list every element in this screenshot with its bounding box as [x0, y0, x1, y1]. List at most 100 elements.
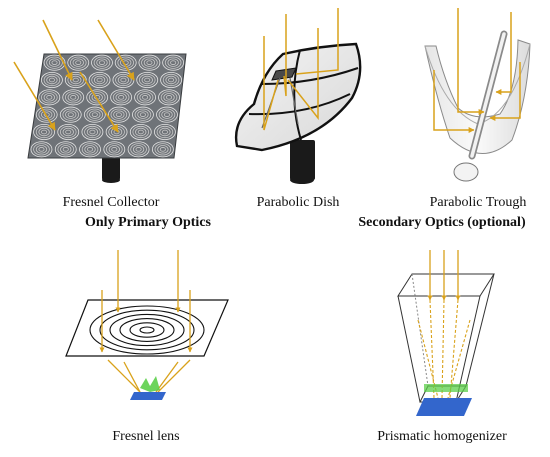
fresnel-lens-illustration — [65, 250, 229, 400]
homogenizer-top-face — [397, 273, 495, 297]
lens-receiver-cell — [130, 392, 166, 400]
collector-lens-ring — [151, 141, 174, 158]
collector-lens-ring — [70, 95, 77, 100]
collector-lens-ring — [163, 112, 170, 117]
caption-fresnel-collector: Fresnel Collector — [62, 195, 160, 210]
collector-lens-ring — [136, 91, 154, 104]
dish-ray — [263, 36, 279, 131]
collector-lens-ring — [106, 143, 123, 156]
collector-lens-ring — [41, 91, 58, 104]
collector-lens-ring — [156, 106, 178, 123]
collector-lens-ring — [81, 143, 99, 156]
collector-lens-ring — [134, 108, 152, 121]
collector-lens-ring — [138, 73, 156, 87]
collector-lens-ring — [35, 125, 53, 139]
homogenizer-receiver-cell — [416, 398, 472, 416]
collector-lens-ring — [139, 93, 151, 102]
collector-lens-ring — [43, 73, 61, 87]
collector-ray — [13, 61, 56, 131]
collector-lens-ring — [33, 124, 55, 141]
parabolic-trough-illustration — [424, 8, 531, 182]
collector-lens-ring — [33, 143, 50, 156]
trough-receiver-tube-highlight — [470, 32, 506, 158]
collector-lens-ring — [129, 124, 152, 141]
collector-lens-ring — [38, 108, 55, 121]
collector-lens-ring — [141, 56, 158, 69]
collector-lens-ring — [67, 93, 79, 102]
collector-lens-ring — [134, 89, 156, 106]
dish-ray — [283, 14, 287, 97]
collector-lens-ring — [62, 89, 85, 106]
collector-lens-ring — [159, 127, 171, 137]
collector-lens-ring — [88, 91, 106, 104]
collector-lens-ring — [91, 112, 98, 117]
collector-lens-ring — [84, 145, 96, 154]
collector-lens-ring — [60, 145, 72, 154]
collector-lens-ring — [135, 127, 147, 137]
lens-ray — [107, 359, 141, 393]
collector-lens-ring — [57, 143, 75, 156]
fresnel-lens-rings — [89, 305, 205, 355]
collector-lens-ring — [117, 56, 134, 69]
collector-lens-ring — [54, 141, 77, 158]
collector-lens-ring — [168, 77, 175, 83]
collector-lens-ring — [118, 95, 125, 100]
collector-lens-ring — [41, 72, 63, 89]
collector-lens-ring — [30, 141, 53, 158]
collector-lens-ring — [162, 54, 185, 71]
collector-lens-ring — [75, 60, 82, 65]
caption-parabolic-dish: Parabolic Dish — [256, 195, 340, 210]
collector-lens-ring — [96, 77, 103, 83]
collector-lens-ring — [137, 110, 149, 119]
collector-lens-ring — [38, 89, 61, 106]
collector-lens-ring — [38, 127, 50, 137]
collector-lens-ring — [67, 112, 74, 117]
collector-lens-ring — [72, 58, 84, 67]
collector-lens-ring — [93, 75, 106, 85]
collector-lens-ring — [156, 125, 174, 139]
dish-receiver — [271, 67, 297, 81]
collector-lens-ring — [159, 147, 166, 152]
collector-ray — [97, 19, 135, 81]
fresnel-lens-ring — [129, 322, 165, 338]
collector-lens-ring — [96, 58, 108, 67]
collector-lens-ring — [65, 129, 72, 135]
collector-lens-ring — [83, 106, 106, 123]
collector-ray — [79, 71, 119, 133]
caption-fresnel-lens: Fresnel lens — [112, 429, 180, 444]
collector-lens-ring — [43, 93, 55, 102]
collector-lens-ring — [48, 58, 61, 67]
dish-pole-base — [290, 176, 314, 184]
trough-ray — [489, 62, 521, 121]
collector-lens-ring — [38, 147, 45, 152]
collector-lens-ring — [62, 127, 74, 137]
collector-lens-ring — [111, 147, 118, 152]
fresnel-lens-ring — [89, 305, 205, 355]
collector-lens-ring — [65, 110, 77, 119]
collector-lens-ring — [161, 110, 173, 119]
caption-prismatic-homogenizer: Prismatic homogenizer — [377, 429, 507, 444]
collector-lens-ring — [98, 60, 105, 65]
collector-lens-ring — [157, 145, 169, 154]
collector-lens-ring — [89, 129, 96, 135]
collector-lens-ring — [103, 141, 126, 158]
collector-lens-ring — [62, 147, 69, 152]
collector-lens-ring — [86, 127, 99, 137]
collector-lens-ring — [154, 143, 172, 156]
collector-lens-ring — [86, 108, 104, 121]
collector-lens-ring — [144, 77, 151, 83]
collector-lens-ring — [91, 54, 113, 71]
collector-lens-ring — [162, 73, 180, 87]
trough-end-cap — [453, 162, 479, 182]
collector-lens-ring — [72, 77, 79, 83]
collector-lens-ring — [132, 145, 145, 154]
fresnel-lens-ring — [109, 313, 185, 347]
lens-ray — [157, 359, 191, 393]
collector-lens-ring — [62, 108, 80, 121]
collector-lens-ring — [139, 112, 146, 117]
lens-focus-glow — [140, 376, 160, 392]
caption-parabolic-trough: Parabolic Trough — [429, 195, 527, 210]
parabolic-dish-illustration — [234, 8, 362, 184]
collector-lens-ring — [115, 112, 122, 117]
collector-ray — [42, 19, 73, 81]
